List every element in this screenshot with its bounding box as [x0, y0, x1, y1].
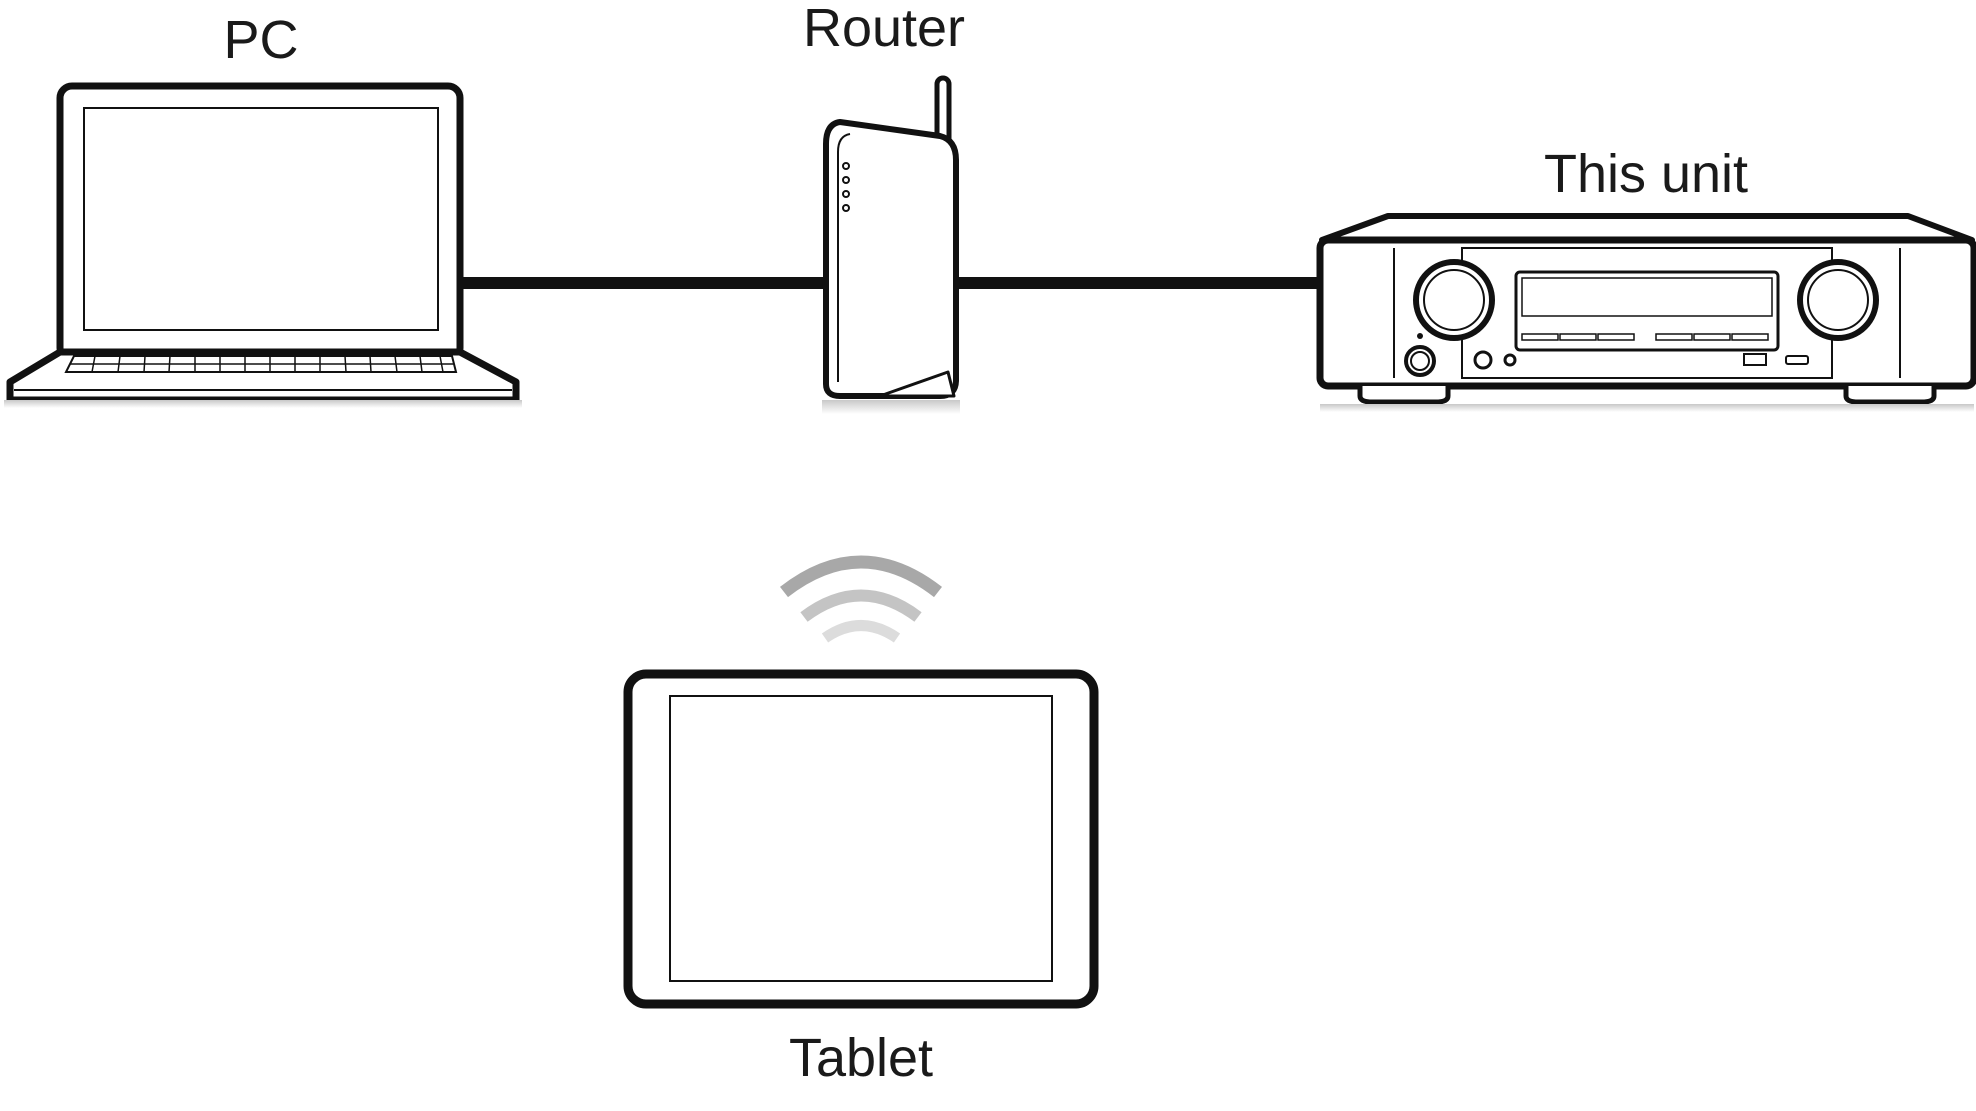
router-icon [822, 75, 960, 414]
wifi-signal-icon [780, 555, 942, 643]
pc-laptop-icon [4, 82, 522, 408]
headphone-jack-icon [1473, 350, 1493, 370]
router-led-icon [842, 176, 850, 184]
usb-port-icon [1743, 353, 1767, 366]
tablet-icon [623, 669, 1099, 1009]
cable-router-unit [958, 277, 1323, 289]
unit-label: This unit [1544, 144, 1748, 204]
hdmi-port-icon [1785, 355, 1809, 365]
volume-knob-left-icon [1413, 259, 1495, 341]
tablet-label: Tablet [789, 1028, 933, 1088]
router-label: Router [803, 0, 965, 58]
receiver-display [1514, 270, 1780, 352]
mic-jack-icon [1503, 353, 1517, 367]
router-led-icon [842, 162, 850, 170]
cable-pc-router [458, 277, 828, 289]
pc-label: PC [223, 10, 298, 70]
av-receiver-icon [1316, 213, 1976, 412]
power-button-icon [1404, 333, 1436, 377]
router-led-icon [842, 204, 850, 212]
router-led-icon [842, 190, 850, 198]
volume-knob-right-icon [1797, 259, 1879, 341]
